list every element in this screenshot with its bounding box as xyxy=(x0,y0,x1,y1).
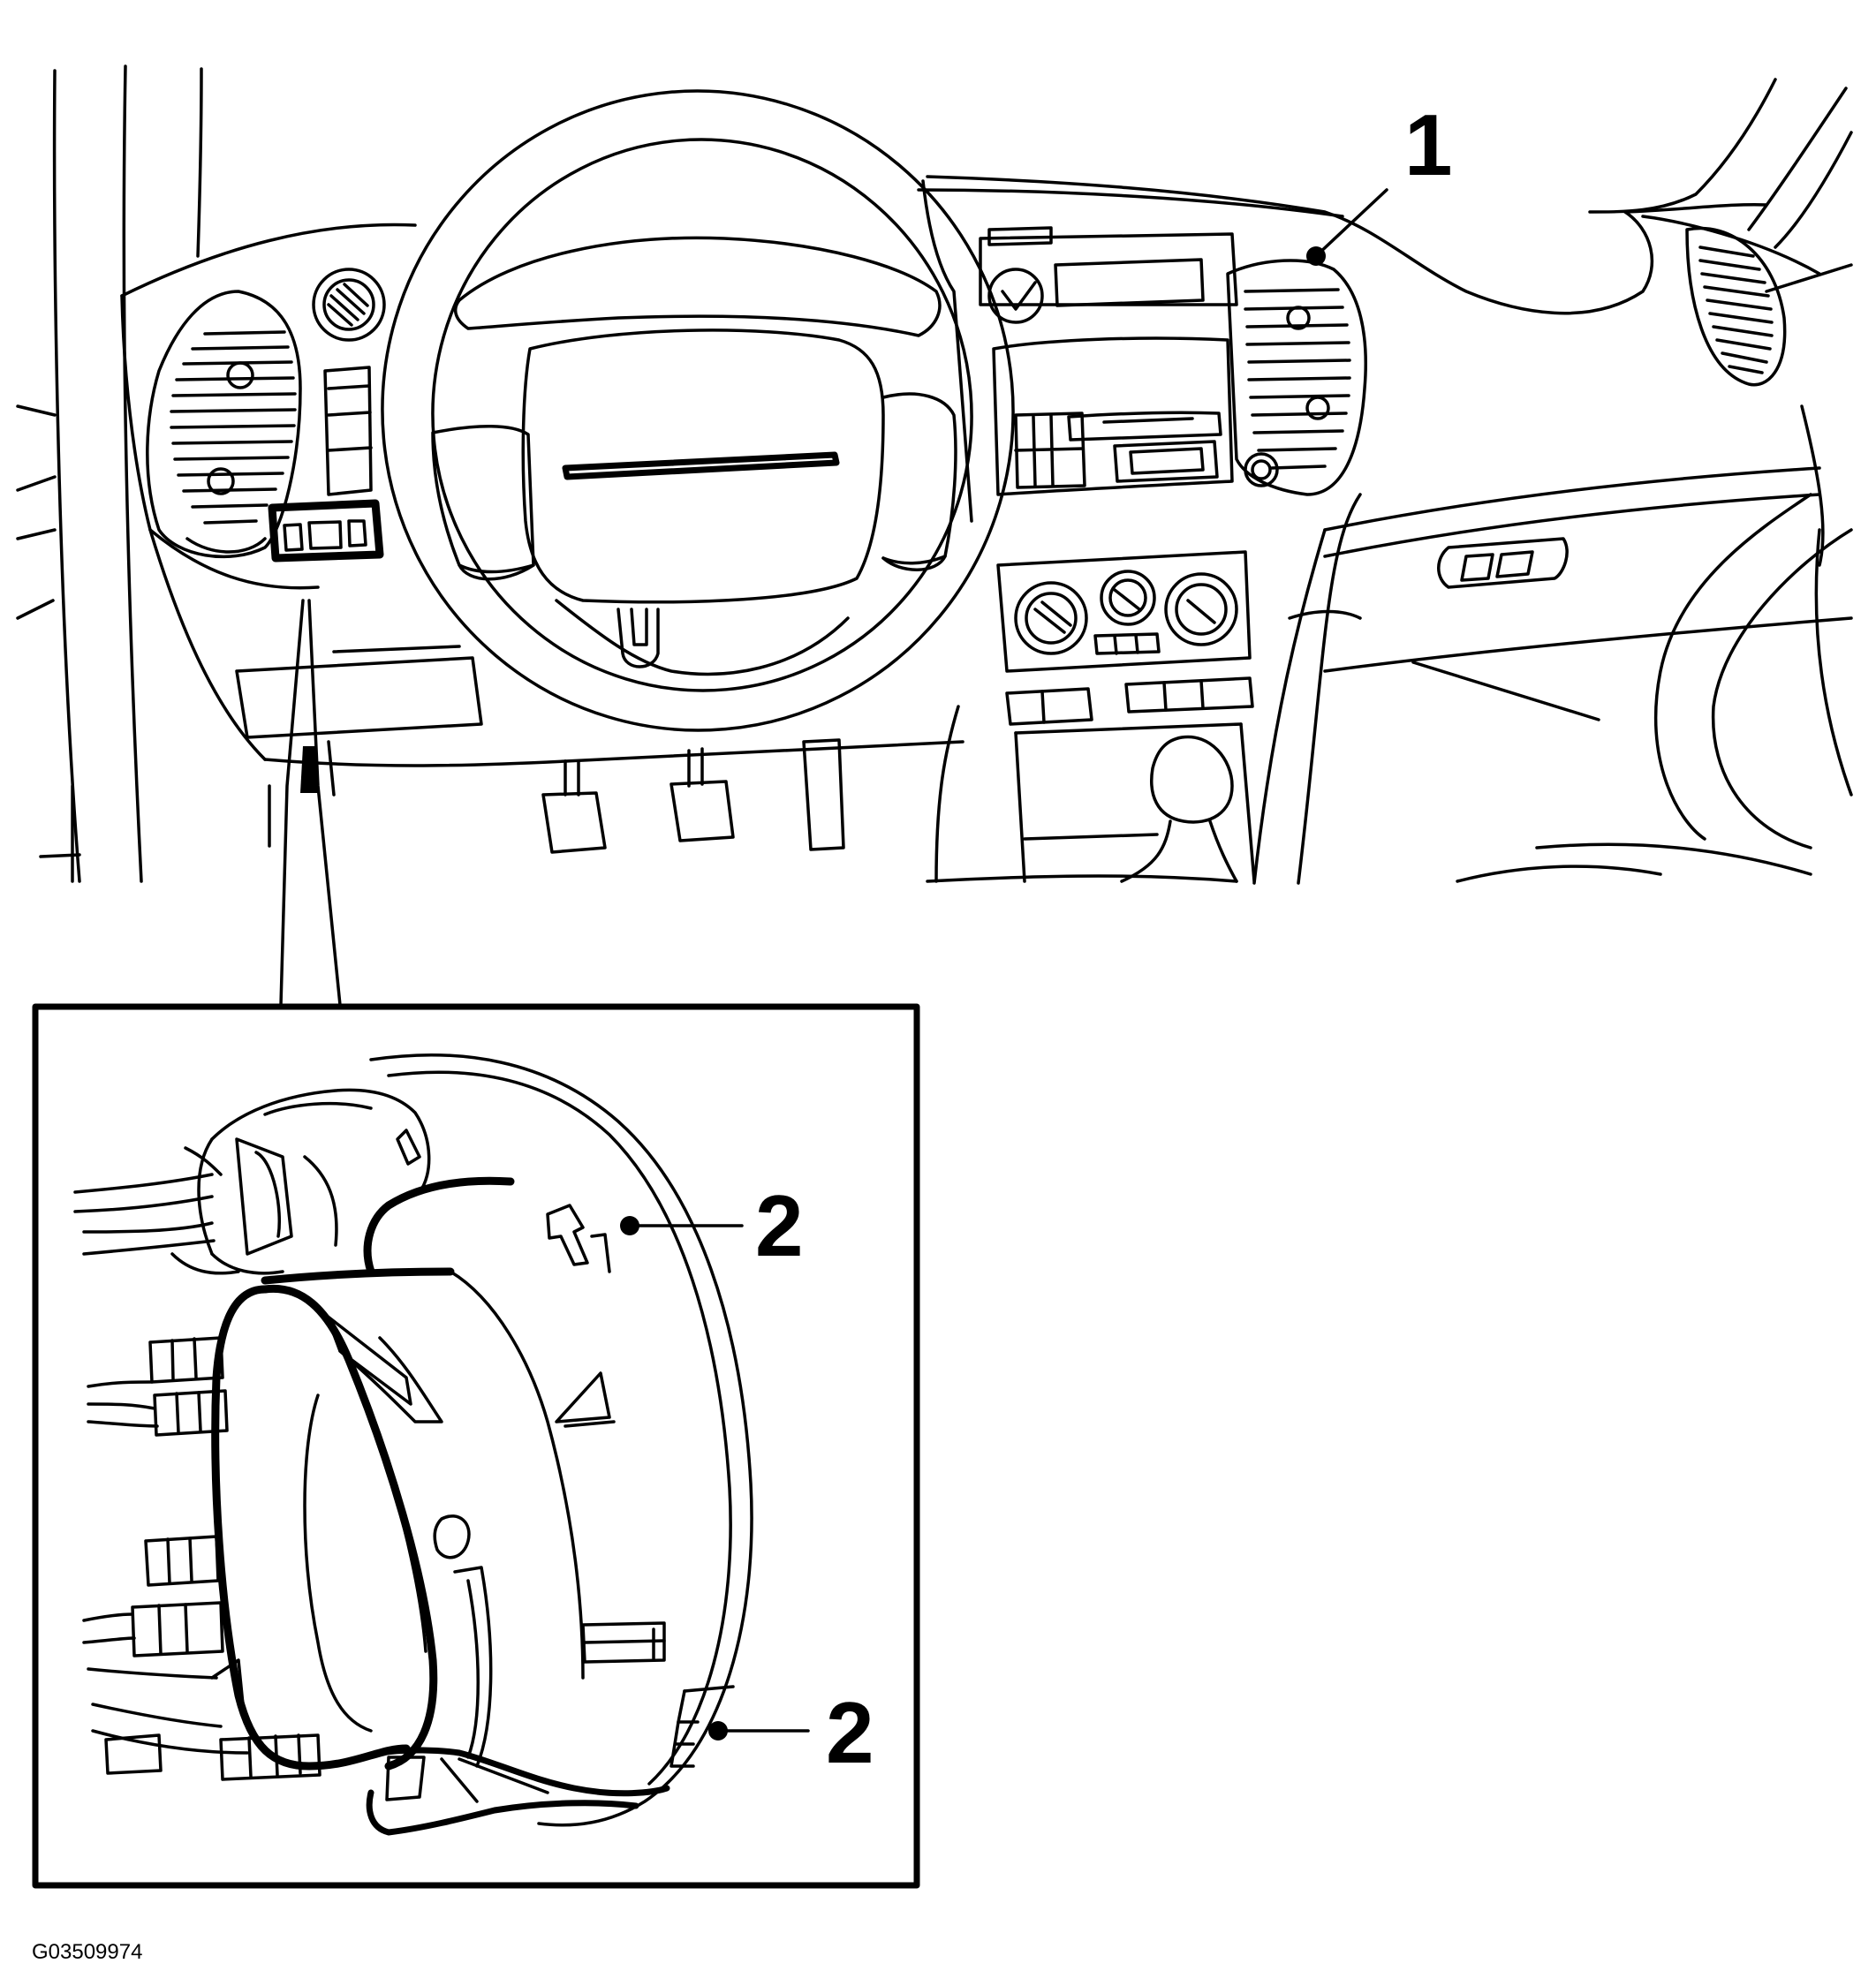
figure-code: G03509974 xyxy=(32,1940,143,1964)
dashboard-body xyxy=(120,78,1853,885)
callout-2-lower: 2 xyxy=(708,1684,874,1781)
left-dial-knob xyxy=(312,268,386,342)
dashboard-illustration: 1 xyxy=(16,64,1853,1007)
steering-wheel xyxy=(381,89,1015,732)
callout-1: 1 xyxy=(1306,96,1453,266)
callout-2-lower-label: 2 xyxy=(826,1684,874,1781)
left-vent xyxy=(146,290,302,559)
left-switch-column xyxy=(323,366,373,496)
light-switch-detail xyxy=(73,1053,753,1836)
callout-2-upper: 2 xyxy=(620,1177,804,1274)
pedals xyxy=(541,705,960,883)
zoom-leader xyxy=(279,599,342,1007)
a-pillar xyxy=(16,64,271,883)
callout-1-label: 1 xyxy=(1404,96,1453,193)
highlighted-switch-panel xyxy=(268,499,384,563)
callout-2-upper-label: 2 xyxy=(755,1177,804,1274)
inset-frame xyxy=(32,1003,920,1889)
centre-console xyxy=(921,179,1367,883)
